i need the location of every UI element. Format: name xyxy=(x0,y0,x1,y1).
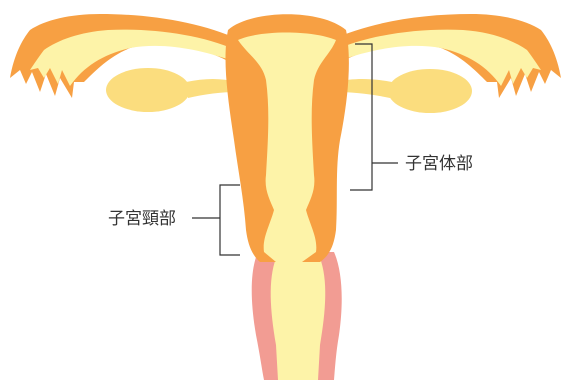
cervix-bracket xyxy=(220,185,240,255)
right-ovary xyxy=(388,69,472,113)
left-ovary xyxy=(106,68,190,112)
cervix-label: 子宮頸部 xyxy=(108,209,176,229)
uterine-body-label: 子宮体部 xyxy=(405,154,473,174)
uterine-body-bracket xyxy=(350,44,372,190)
vagina-canal xyxy=(271,258,326,380)
